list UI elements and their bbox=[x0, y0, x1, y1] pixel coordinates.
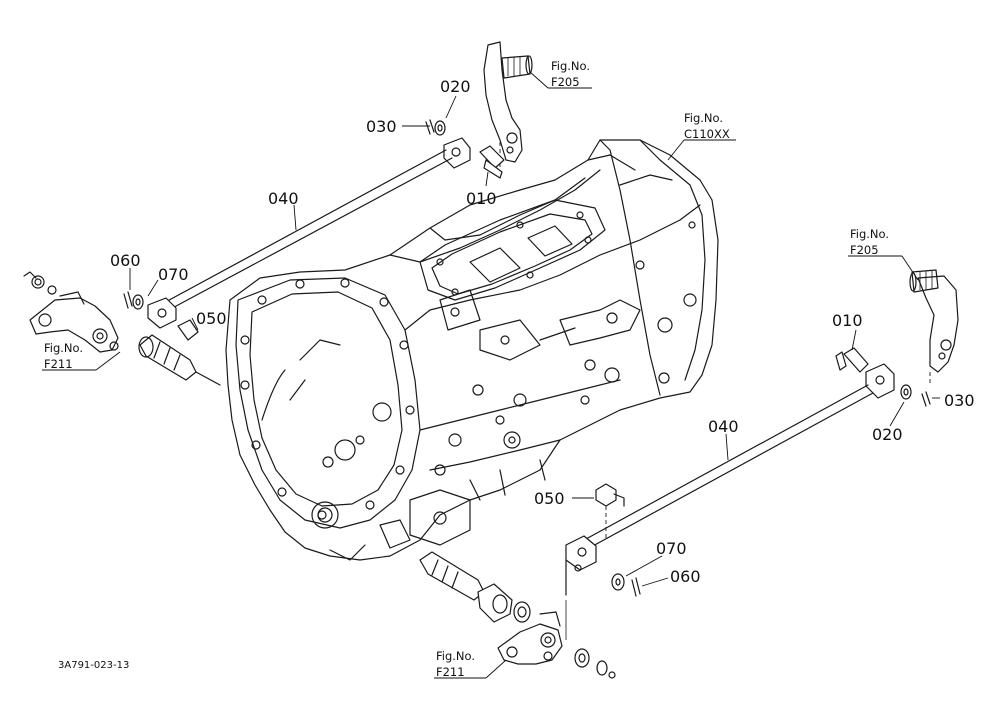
part-label-070-bottom: 070 bbox=[656, 539, 687, 558]
fig-ref-c110-line1: Fig.No. bbox=[684, 111, 723, 125]
part-label-070-left: 070 bbox=[158, 265, 189, 284]
part-label-060-left: 060 bbox=[110, 251, 141, 270]
part-label-010-top: 010 bbox=[466, 189, 497, 208]
fig-ref-f211-bottom-line2: F211 bbox=[436, 665, 465, 679]
fig-ref-f211-left-line2: F211 bbox=[44, 357, 73, 371]
fig-ref-f205-right-line2: F205 bbox=[850, 243, 879, 257]
right-lever-drawing bbox=[909, 269, 959, 385]
fig-ref-f211-bottom-line1: Fig.No. bbox=[436, 649, 475, 663]
bottom-clevis-assembly-drawing bbox=[565, 535, 641, 640]
fig-ref-f211-left-line1: Fig.No. bbox=[44, 341, 83, 355]
fig-ref-f205-top-line2: F205 bbox=[551, 75, 580, 89]
right-clevis-assembly-drawing bbox=[835, 347, 931, 407]
top-clevis-assembly-drawing bbox=[425, 119, 505, 179]
bottom-shaft-drawing bbox=[419, 551, 513, 623]
diagram-code: 3A791-023-13 bbox=[58, 660, 129, 671]
bottom-lever-drawing bbox=[497, 601, 616, 679]
part-label-060-bottom: 060 bbox=[670, 567, 701, 586]
left-shaft-drawing bbox=[138, 334, 221, 386]
bottom-pin-drawing bbox=[595, 483, 625, 540]
part-label-020-right: 020 bbox=[872, 425, 903, 444]
left-clevis-assembly-drawing bbox=[123, 291, 199, 341]
upper-rod-drawing bbox=[159, 149, 453, 313]
fig-ref-f205-top-line1: Fig.No. bbox=[551, 59, 590, 73]
fig-ref-f205-right-line1: Fig.No. bbox=[850, 227, 889, 241]
left-lever-drawing bbox=[23, 271, 119, 353]
part-label-020-top: 020 bbox=[440, 77, 471, 96]
part-label-030-top: 030 bbox=[366, 117, 397, 136]
fig-ref-c110-line2: C110XX bbox=[684, 127, 730, 141]
part-label-050-left: 050 bbox=[196, 309, 227, 328]
part-label-050-bottom: 050 bbox=[534, 489, 565, 508]
leader-lines bbox=[42, 71, 940, 679]
transmission-case-drawing bbox=[225, 139, 719, 561]
lower-rod-drawing bbox=[574, 384, 874, 554]
part-label-040-left: 040 bbox=[268, 189, 299, 208]
part-label-040-right: 040 bbox=[708, 417, 739, 436]
part-label-030-right: 030 bbox=[944, 391, 975, 410]
part-label-010-right: 010 bbox=[832, 311, 863, 330]
